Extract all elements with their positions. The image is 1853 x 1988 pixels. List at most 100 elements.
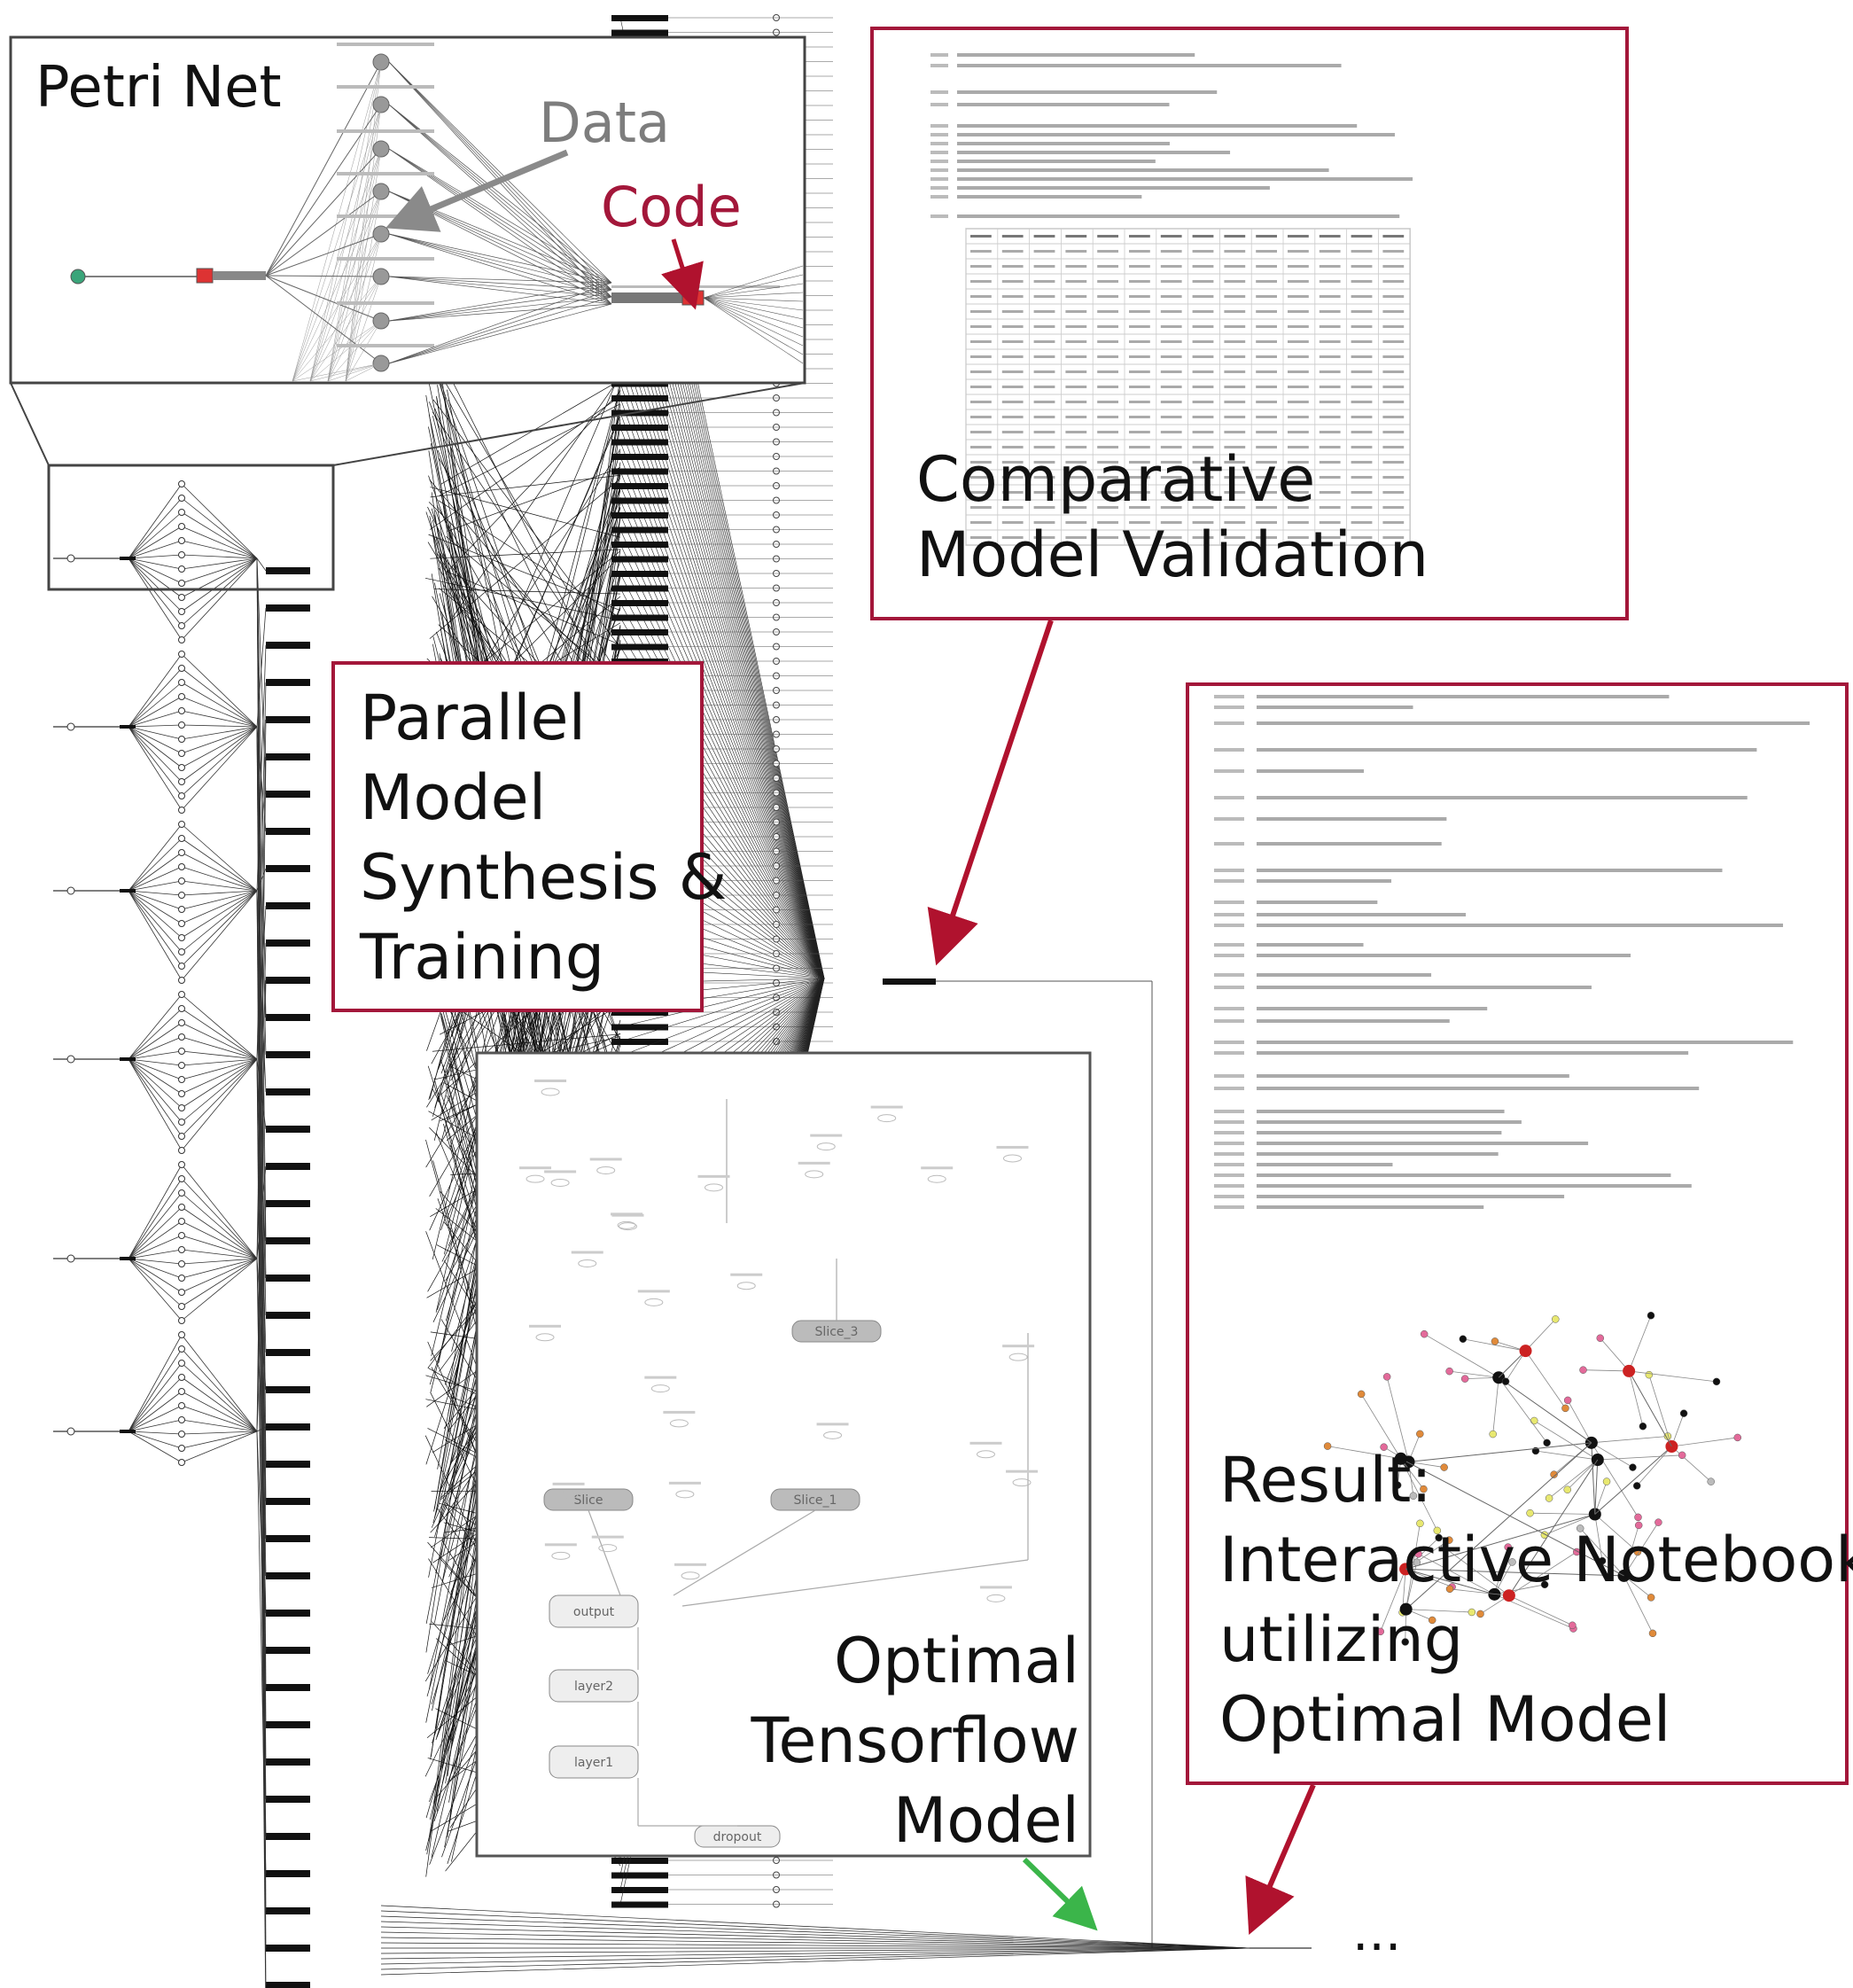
table-cell (1224, 386, 1246, 388)
table-cell (1224, 250, 1246, 253)
arc (425, 418, 621, 1653)
table-cell (1097, 340, 1118, 343)
table-cell (1097, 431, 1118, 433)
zoom-connector (332, 382, 806, 466)
table-cell (1382, 536, 1405, 539)
cell-prompt (1214, 1120, 1244, 1124)
tf-node (549, 1745, 639, 1779)
arc (128, 1405, 183, 1432)
arc (128, 838, 183, 892)
arc (181, 557, 258, 641)
table-cell (1129, 340, 1150, 343)
arc (181, 1036, 258, 1060)
arc (181, 483, 258, 559)
arc (619, 500, 825, 979)
graph-edge (1591, 1442, 1633, 1468)
place (178, 608, 185, 615)
table-cell (1065, 295, 1087, 298)
arc (181, 1334, 258, 1432)
transition (611, 1887, 668, 1893)
table-cell (1160, 461, 1182, 464)
table-cell (1288, 370, 1309, 373)
table-cell (1382, 325, 1405, 328)
table-cell (1129, 325, 1150, 328)
arc (128, 1050, 183, 1060)
arc (292, 276, 382, 382)
table-cell (1001, 446, 1024, 448)
cell-prompt (930, 214, 948, 218)
transition (266, 1423, 310, 1431)
arc (327, 104, 382, 382)
arc (619, 573, 825, 979)
arc (265, 275, 382, 277)
transition (611, 542, 668, 548)
table-cell (1288, 250, 1309, 253)
arc (181, 557, 258, 627)
arc (327, 276, 382, 382)
arc (128, 557, 183, 641)
cell-prompt (1214, 913, 1244, 916)
arc (181, 497, 258, 559)
table-cell (1351, 235, 1373, 238)
graph-node (1501, 1377, 1510, 1385)
tf-node-label-bar (589, 1158, 622, 1161)
place (178, 991, 185, 998)
table-cell (1097, 370, 1118, 373)
graph-edge (1535, 1450, 1598, 1461)
tf-node-label-bar (668, 1481, 701, 1485)
transition (266, 1163, 310, 1170)
graph-node (1648, 1629, 1657, 1638)
graph-node (1433, 1526, 1442, 1535)
transition (611, 512, 668, 518)
transition (120, 725, 136, 729)
table-cell (1065, 325, 1087, 328)
arc (292, 61, 382, 382)
place (178, 1331, 185, 1338)
graph-node (1634, 1513, 1642, 1522)
table-cell (1001, 355, 1024, 358)
table-cell (1382, 416, 1405, 418)
code-line (1257, 900, 1378, 904)
table-cell (1192, 446, 1214, 448)
tf-node-label-bar (979, 1586, 1012, 1589)
arc (309, 320, 382, 382)
table-cell (1256, 446, 1277, 448)
graph-edge (1597, 1454, 1683, 1461)
transition (266, 1647, 310, 1654)
place (178, 1360, 185, 1367)
table-cell (1192, 536, 1214, 539)
cell-prompt (1214, 1184, 1244, 1188)
table-cell (1256, 431, 1277, 433)
transition (266, 1535, 310, 1542)
table-cell (1224, 235, 1246, 238)
graph-node (1645, 1370, 1654, 1379)
place (178, 580, 185, 587)
table-cell (970, 370, 992, 373)
cell-prompt (1214, 1131, 1244, 1134)
table-cell (1129, 235, 1150, 238)
place (178, 551, 185, 558)
arc (388, 289, 612, 322)
table-cell (1319, 355, 1341, 358)
arc (256, 1058, 267, 1988)
table-cell (970, 355, 992, 358)
table-cell (1288, 401, 1309, 403)
table-cell (1288, 446, 1309, 448)
table-cell (1224, 355, 1246, 358)
arc (256, 890, 267, 1986)
code-line (1257, 748, 1757, 752)
arc (181, 890, 258, 910)
arc (439, 403, 621, 496)
arc (256, 557, 267, 1912)
arc (256, 557, 267, 1018)
table-cell (1351, 355, 1373, 358)
arc (703, 297, 804, 338)
arc (181, 890, 258, 924)
table-cell (1224, 325, 1246, 328)
table-cell (1256, 280, 1277, 283)
table-cell (1033, 521, 1055, 524)
arc (128, 511, 183, 559)
tf-small-node (541, 1088, 560, 1096)
arc (181, 1431, 258, 1435)
table-cell (1288, 431, 1309, 433)
